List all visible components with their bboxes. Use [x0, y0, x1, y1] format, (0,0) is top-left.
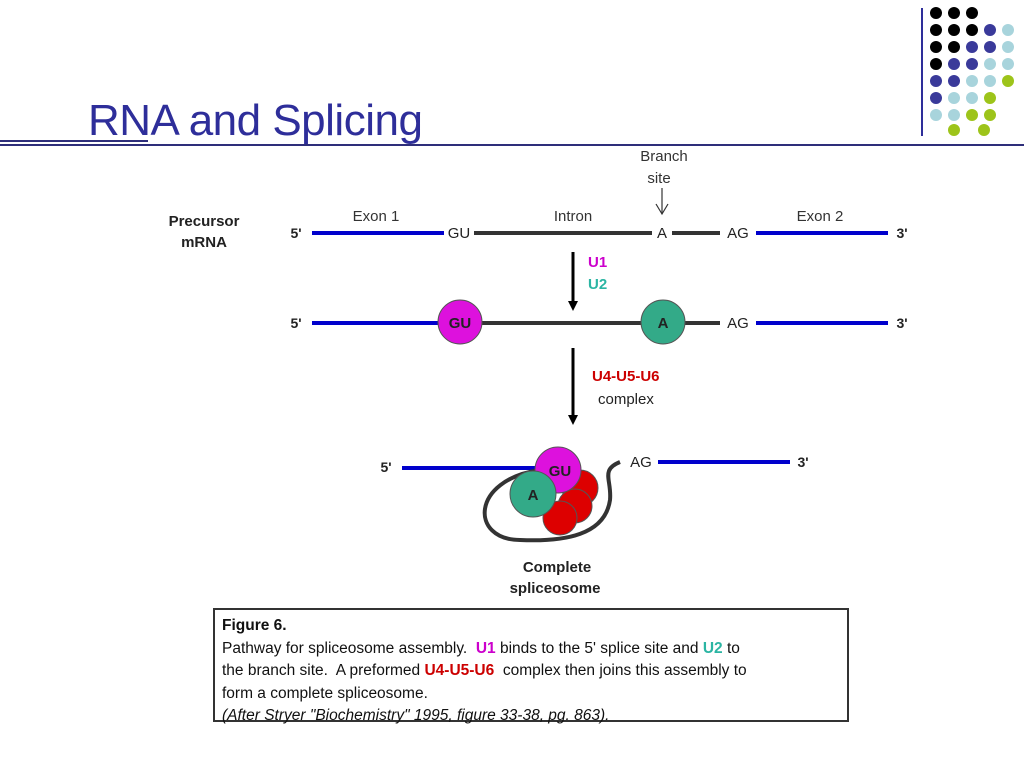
dot-row-3 [930, 41, 1014, 53]
row3-ag: AG [630, 454, 652, 471]
row1-five-prime: 5' [290, 225, 301, 241]
dot-row-4 [930, 58, 1014, 70]
row3-five-prime: 5' [380, 459, 391, 475]
exon1-label: Exon 1 [353, 208, 400, 225]
caption-l2-post: complex then joins this assembly to [494, 662, 747, 679]
precursor-label-2: mRNA [181, 234, 227, 251]
row2-five-prime: 5' [290, 315, 301, 331]
row3-a: A [528, 487, 539, 504]
caption-title: Figure 6. [222, 617, 287, 634]
row1-a: A [657, 225, 667, 242]
step1-u1-label: U1 [588, 254, 607, 271]
branch-site-label-2: site [647, 170, 670, 187]
figure-caption: Figure 6. Pathway for spliceosome assemb… [213, 608, 849, 724]
row2-gu: GU [449, 315, 472, 332]
row1-gu: GU [448, 225, 471, 242]
row1-three-prime: 3' [896, 225, 907, 241]
result-label-1: Complete [523, 559, 591, 576]
intron-label: Intron [554, 208, 592, 225]
row3-intron-loop [482, 460, 621, 543]
row3-u2-snrnp [509, 470, 557, 518]
caption-u2: U2 [702, 639, 723, 657]
dot-row-6 [930, 92, 996, 104]
caption-line-1: Pathway for spliceosome assembly. U1 bin… [222, 638, 841, 661]
title-divider [0, 144, 1024, 146]
caption-u456: U4-U5-U6 [424, 662, 495, 679]
u456-particle-3 [542, 500, 578, 536]
row2-u2-snrnp [640, 299, 686, 345]
branch-site-pointer [655, 188, 669, 216]
precursor-label-1: Precursor [169, 213, 240, 230]
step2-complex-word: complex [598, 391, 654, 408]
caption-u1: U1 [475, 639, 496, 657]
dot-row-8 [948, 124, 990, 136]
step2-complex-label: U4-U5-U6 [592, 368, 660, 385]
title-divider-accent [0, 140, 148, 142]
caption-line-3: form a complete spliceosome. [222, 684, 428, 702]
decorative-dot-grid [930, 7, 1014, 136]
dot-row-5 [930, 75, 1014, 87]
result-label-2: spliceosome [510, 580, 601, 597]
dot-row-7 [930, 109, 996, 121]
row2-three-prime: 3' [896, 315, 907, 331]
caption-l1-post: to [722, 639, 740, 657]
caption-l1-mid: binds to the 5' splice site and [495, 639, 703, 657]
slide-title: RNA and Splicing [88, 96, 423, 145]
exon2-label: Exon 2 [797, 208, 844, 225]
step1-u2-label: U2 [588, 276, 607, 293]
branch-site-label-1: Branch [640, 148, 688, 165]
row1-ag: AG [727, 225, 749, 242]
row3-gu: GU [549, 463, 572, 480]
caption-l1-pre: Pathway for spliceosome assembly. [222, 639, 476, 657]
caption-l2-pre: the branch site. A preformed [222, 662, 425, 679]
corner-divider [921, 8, 923, 136]
row3-three-prime: 3' [797, 454, 808, 470]
row2-u1-snrnp [437, 299, 483, 345]
caption-line-2: the branch site. A preformed U4-U5-U6 co… [222, 660, 841, 683]
caption-citation: (After Stryer "Biochemistry" 1995, figur… [222, 707, 610, 724]
splicing-diagram: Branch site Precursor mRNA Exon 1 Intron… [169, 148, 908, 597]
dot-row-2 [930, 24, 1014, 36]
row2-ag: AG [727, 315, 749, 332]
row2-a: A [658, 315, 669, 332]
dot-row-1 [930, 7, 978, 19]
